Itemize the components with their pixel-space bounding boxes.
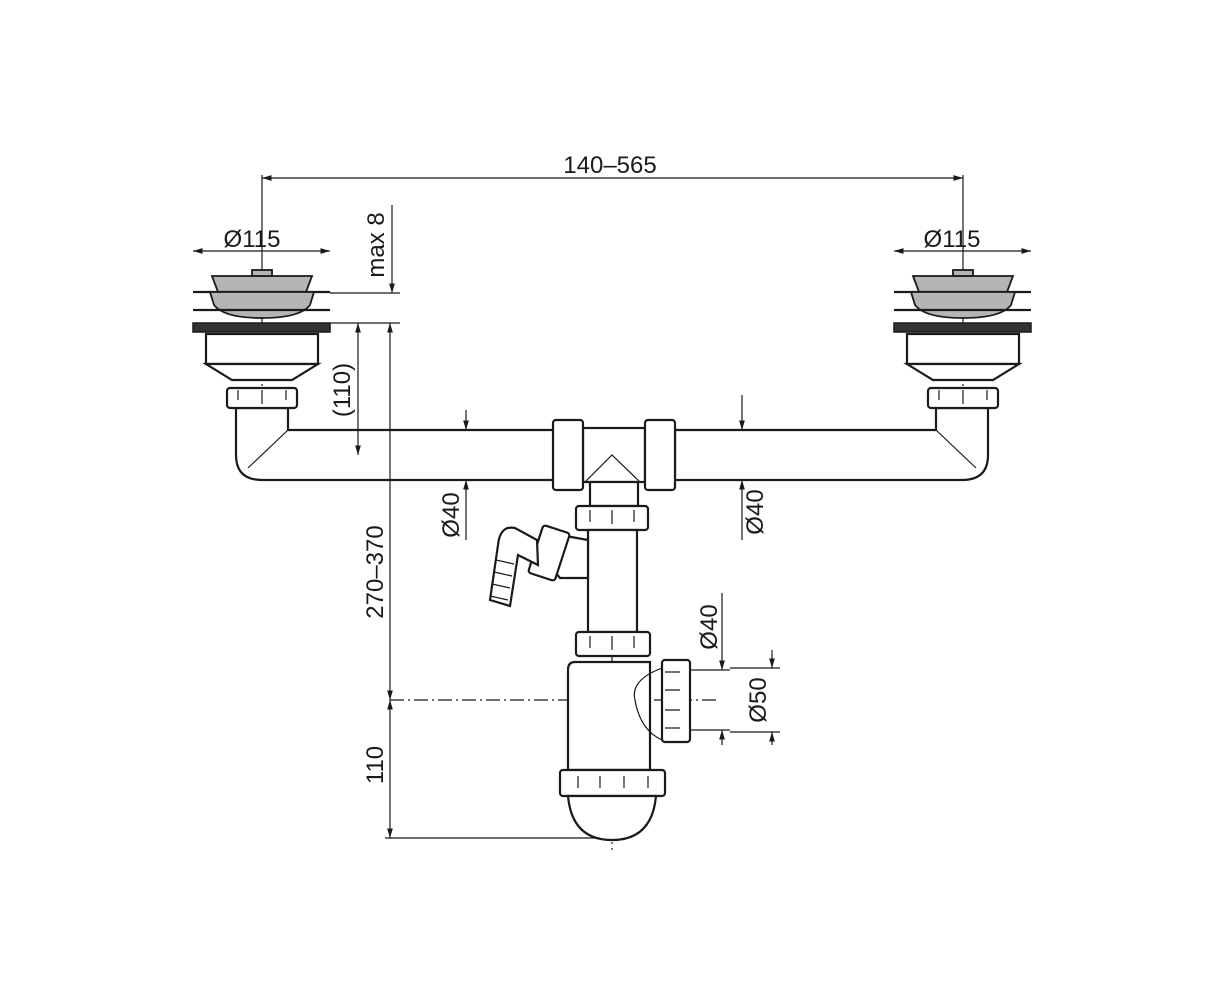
- dimension-lines: [193, 175, 1031, 839]
- vertical-pipe: [488, 524, 652, 658]
- dim-right-pipe-diameter: Ø40: [742, 489, 769, 534]
- tee-fitting: [551, 418, 677, 532]
- dim-left-pipe-diameter: Ø40: [438, 492, 465, 537]
- bottle-trap: [558, 658, 692, 842]
- dim-trap-height: 110: [362, 746, 389, 784]
- dim-outlet-inner-diameter: Ø40: [696, 604, 723, 649]
- right-strainer: [893, 269, 1032, 410]
- dim-left-strainer-diameter: Ø115: [224, 226, 281, 253]
- dim-max-thickness: max 8: [363, 212, 390, 277]
- dim-right-strainer-diameter: Ø115: [924, 226, 981, 253]
- dim-strainer-spacing: 140–565: [563, 152, 656, 179]
- left-strainer: [192, 269, 331, 410]
- dim-strainer-height: (110): [329, 363, 356, 417]
- dim-outlet-outer-diameter: Ø50: [745, 677, 772, 722]
- dim-total-height: 270–370: [362, 525, 389, 618]
